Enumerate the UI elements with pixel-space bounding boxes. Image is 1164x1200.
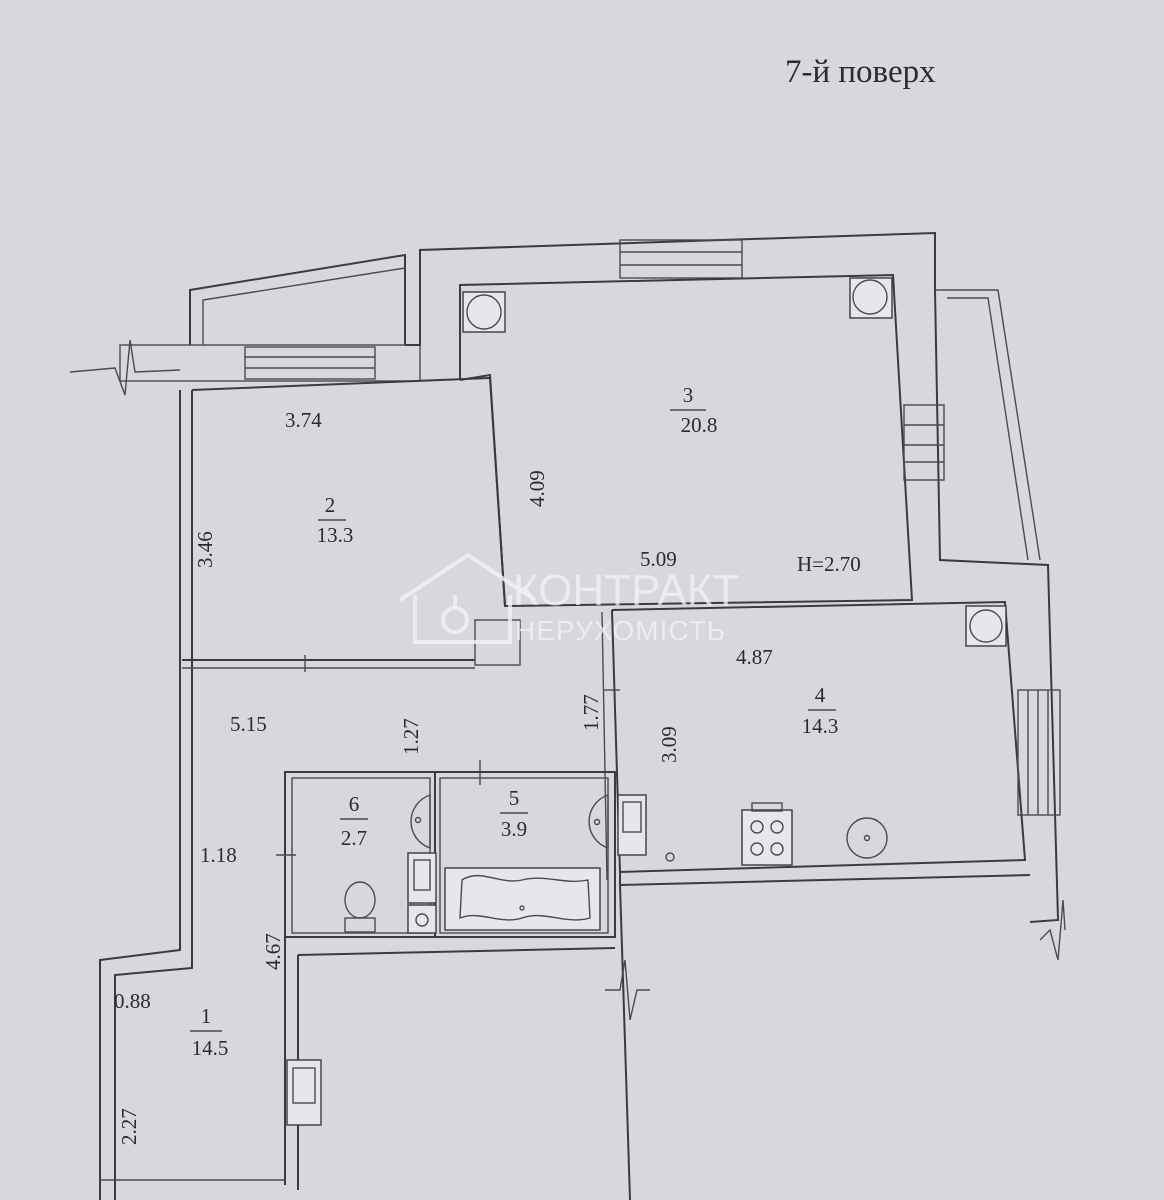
room-number: 2 [325, 493, 336, 517]
dimension-label: 4.87 [736, 645, 773, 669]
watermark-line2: НЕРУХОМІСТЬ [515, 615, 726, 646]
dimension-label: 5.15 [230, 712, 267, 736]
dimension-label: 3.74 [285, 408, 322, 432]
room-4-label: 4 14.3 [802, 683, 839, 738]
vent-icon [849, 277, 893, 319]
heater-icon [286, 1059, 322, 1126]
boiler-icon [617, 794, 675, 862]
bathtub-icon [444, 867, 601, 931]
room-area: 2.7 [341, 826, 367, 850]
house-key-icon [398, 552, 537, 644]
dimension-label: 5.09 [640, 547, 677, 571]
walls [69, 231, 1066, 1200]
height-label: H=2.70 [797, 552, 861, 576]
floor-label: 7-й поверх [785, 54, 936, 90]
room-3-label: 3 20.8 [670, 383, 717, 437]
boiler-icon [407, 852, 437, 934]
vent-icon [965, 605, 1007, 647]
room-2-label: 2 13.3 [317, 493, 354, 547]
kitchen-sink-icon [846, 817, 888, 859]
room-area: 13.3 [317, 523, 354, 547]
room-number: 5 [509, 786, 520, 810]
dimension-label: 1.77 [579, 694, 603, 731]
room-5-label: 5 3.9 [500, 786, 528, 841]
dimension-label: 3.09 [657, 726, 681, 763]
dimension-label: 2.27 [117, 1108, 141, 1145]
room-6-label: 6 2.7 [340, 792, 368, 850]
dimension-label: 1.27 [399, 718, 423, 755]
dimension-label: 0.88 [114, 989, 151, 1013]
room-area: 14.3 [802, 714, 839, 738]
room-1-label: 1 14.5 [190, 1004, 228, 1060]
toilet-icon [344, 881, 376, 933]
vent-icon [462, 291, 506, 333]
room-number: 1 [201, 1004, 212, 1028]
watermark: КОНТРАКТ НЕРУХОМІСТЬ [398, 552, 739, 646]
fixtures [286, 277, 1007, 1126]
washbasin-icon [410, 794, 431, 849]
room-area: 20.8 [681, 413, 718, 437]
dimension-label: 3.46 [193, 531, 217, 568]
watermark-line1: КОНТРАКТ [513, 566, 739, 615]
room-number: 4 [815, 683, 826, 707]
room-number: 6 [349, 792, 360, 816]
room-number: 3 [683, 383, 694, 407]
dimension-label: 4.09 [525, 470, 549, 507]
stove-icon [741, 802, 793, 866]
room-area: 3.9 [501, 817, 527, 841]
washbasin-icon [588, 794, 609, 849]
room-area: 14.5 [192, 1036, 229, 1060]
dimension-label: 4.67 [261, 933, 285, 970]
dimension-label: 1.18 [200, 843, 237, 867]
